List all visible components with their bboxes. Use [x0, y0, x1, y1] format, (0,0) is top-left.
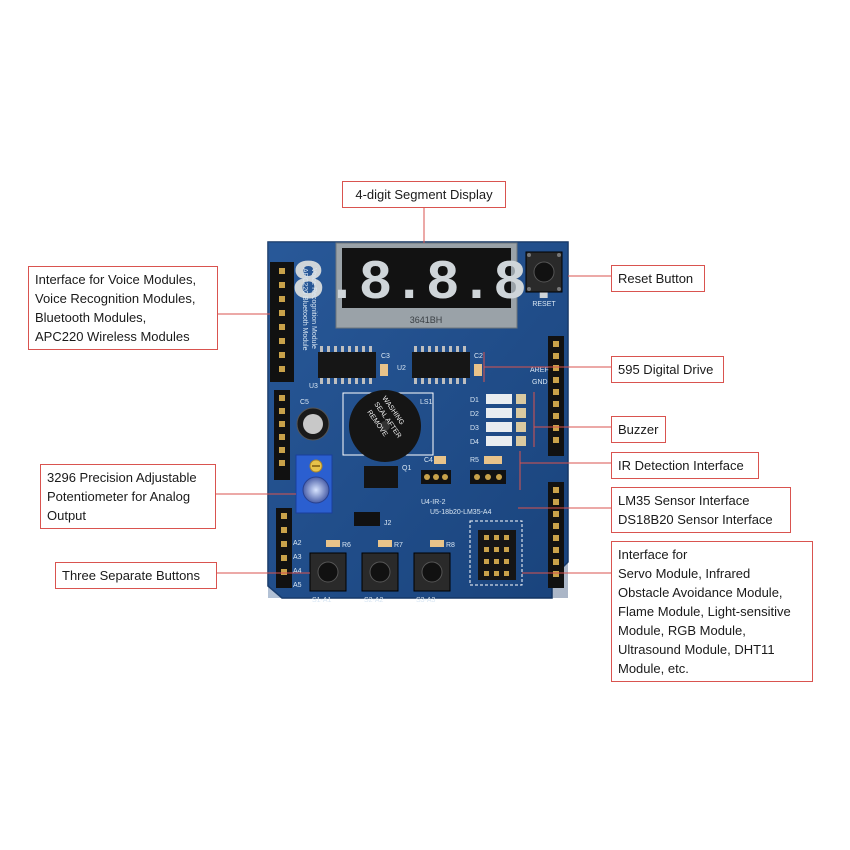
label-595-text: 595 Digital Drive [618, 362, 714, 377]
gnd-silk: GND [532, 379, 548, 386]
s1-silk: S1-A1 [312, 597, 332, 604]
label-pot-line-1: 3296 Precision Adjustable [47, 470, 197, 485]
u2-silk: U2 [397, 365, 406, 372]
display-digits: 8.8.8.8. [292, 251, 561, 315]
c2-silk: C2 [474, 353, 483, 360]
label-reset-button: Reset Button [611, 265, 705, 292]
voice-silk-2: Voice Recognition Module [310, 268, 317, 349]
label-reset-text: Reset Button [618, 271, 694, 286]
d1-silk: D1 [470, 397, 479, 404]
a3-silk: A3 [293, 554, 302, 561]
d2-silk: D2 [470, 411, 479, 418]
label-voice-modules: Interface for Voice Modules, Voice Recog… [28, 266, 218, 350]
label-lm35-line-2: DS18B20 Sensor Interface [618, 512, 773, 527]
reset-button-part: RESET [525, 251, 563, 308]
label-voice-line-2: Voice Recognition Modules, [35, 291, 196, 306]
label-lm35-line-1: LM35 Sensor Interface [618, 493, 750, 508]
led-array: D1 D2 D3 D4 [470, 394, 526, 446]
r5-silk: R5 [470, 457, 479, 464]
ls1-silk: LS1 [420, 399, 433, 406]
reset-silk: RESET [532, 301, 556, 308]
label-ir-text: IR Detection Interface [618, 458, 744, 473]
q1-silk: Q1 [402, 465, 411, 472]
c3-silk: C3 [381, 353, 390, 360]
label-voice-line-3: Bluetooth Modules, [35, 310, 147, 325]
s2-silk: S2-A2 [364, 597, 384, 604]
push-buttons: R6 R7 R8 S1-A1 S2-A2 S3-A3 [309, 540, 455, 604]
label-servo-line-6: Ultrasound Module, DHT11 [618, 642, 775, 657]
label-servo-line-4: Flame Module, Light-sensitive [618, 604, 791, 619]
label-voice-line-4: APC220 Wireless Modules [35, 329, 190, 344]
label-potentiometer: 3296 Precision Adjustable Potentiometer … [40, 464, 216, 529]
right-header-bottom [548, 482, 564, 588]
leader-lines [216, 202, 611, 574]
label-servo-line-7: Module, etc. [618, 661, 689, 676]
j2-silk: J2 [384, 520, 392, 527]
label-buttons-text: Three Separate Buttons [62, 568, 201, 583]
display-part-number: 3641BH [410, 315, 443, 325]
label-segment-display-text: 4-digit Segment Display [355, 187, 493, 202]
label-servo-interface: Interface for Servo Module, Infrared Obs… [611, 541, 813, 682]
u3-silk: U3 [309, 383, 318, 390]
label-servo-line-3: Obstacle Avoidance Module, [618, 585, 783, 600]
left-header-middle [274, 390, 290, 480]
label-servo-line-5: Module, RGB Module, [618, 623, 746, 638]
potentiometer-part [295, 454, 333, 514]
label-three-buttons: Three Separate Buttons [55, 562, 217, 589]
label-buzzer-text: Buzzer [618, 422, 659, 437]
a4-silk: A4 [293, 568, 302, 575]
s3-silk: S3-A3 [416, 597, 436, 604]
jumper-j2: J2 [354, 512, 392, 527]
u5-silk: U5-18b20-LM35-A4 [430, 509, 492, 516]
r7-silk: R7 [394, 542, 403, 549]
voice-silk-1: APC220 Bluetooth Module [301, 268, 308, 351]
u4-silk: U4-IR-2 [421, 499, 446, 506]
d3-silk: D3 [470, 425, 479, 432]
capacitor-c5: C5 [296, 399, 330, 441]
label-pot-line-3: Output [47, 508, 87, 523]
shift-register-chips: U2 U3 C3 C2 [309, 346, 483, 390]
r8-silk: R8 [446, 542, 455, 549]
label-segment-display: 4-digit Segment Display [342, 181, 506, 208]
label-voice-line-1: Interface for Voice Modules, [35, 272, 197, 287]
label-buzzer: Buzzer [611, 416, 666, 443]
servo-header [469, 520, 523, 586]
d4-silk: D4 [470, 439, 479, 446]
label-servo-line-2: Servo Module, Infrared [618, 566, 751, 581]
buzzer-part: LS1 REMOVE SEAL AFTER WASHING [342, 390, 434, 462]
label-servo-line-1: Interface for [618, 547, 688, 562]
segment-display: 8.8.8.8. 3641BH [292, 242, 561, 329]
label-lm35: LM35 Sensor Interface DS18B20 Sensor Int… [611, 487, 791, 533]
c5-silk: C5 [300, 399, 309, 406]
c4-silk: C4 [424, 457, 433, 464]
right-header-top: AREF GND [530, 336, 564, 456]
analog-header: A2 A3 A4 A5 [276, 508, 302, 589]
a5-silk: A5 [293, 582, 302, 589]
label-ir-detection: IR Detection Interface [611, 452, 759, 479]
r6-silk: R6 [342, 542, 351, 549]
voice-module-header: APC220 Bluetooth Module Voice Recognitio… [270, 262, 317, 382]
aref-silk: AREF [530, 367, 549, 374]
a2-silk: A2 [293, 540, 302, 547]
ir-receiver-area: Q1 U4-IR-2 C4 R5 U5-18b20-LM35-A4 [364, 456, 506, 516]
label-pot-line-2: Potentiometer for Analog [47, 489, 191, 504]
label-595-drive: 595 Digital Drive [611, 356, 724, 383]
